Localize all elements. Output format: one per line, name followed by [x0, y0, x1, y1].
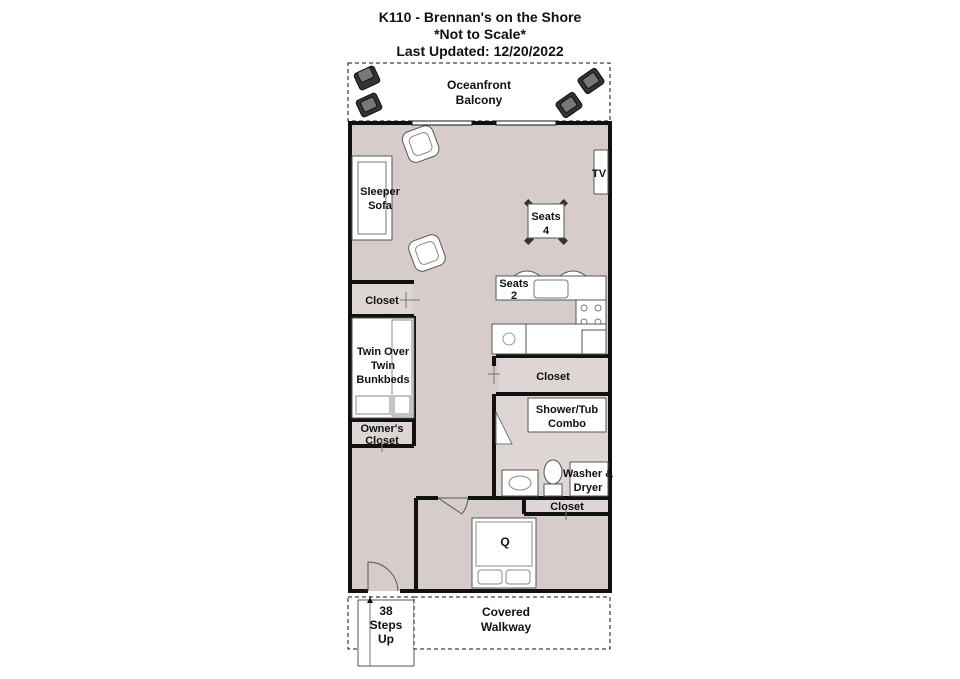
owners-closet: Owner's Closet: [352, 422, 412, 452]
bar-label-2: 2: [511, 290, 517, 302]
washer-label: Washer &: [563, 468, 613, 480]
plan-title: K110 - Brennan's on the Shore: [378, 9, 582, 25]
shower-label-2: Combo: [548, 418, 586, 430]
dining-label: Seats: [531, 211, 560, 223]
scale-note: *Not to Scale*: [434, 26, 526, 42]
closet-bedroom-label: Closet: [550, 501, 584, 513]
steps-label-3: Up: [378, 632, 394, 646]
exterior-stairs: 38 Steps Up: [347, 596, 415, 667]
last-updated: Last Updated: 12/20/2022: [396, 43, 564, 59]
closet-left: Closet: [352, 284, 420, 314]
queen-label: Q: [500, 535, 509, 549]
walkway-label: Covered: [482, 605, 530, 619]
balcony-chair: [355, 92, 383, 118]
balcony-chair: [577, 67, 605, 95]
oceanfront-balcony: Oceanfront Balcony: [347, 62, 611, 122]
steps-label: 38: [379, 604, 393, 618]
bunk-label: Twin Over: [357, 346, 410, 358]
interior-walls: [350, 280, 610, 591]
queen-bed: Q: [471, 517, 537, 589]
bar-label: Seats: [499, 278, 528, 290]
balcony-chair: [353, 65, 381, 91]
bunk-label-2: Twin: [371, 360, 396, 372]
entry-door: [367, 561, 399, 592]
sofa-label-2: Sofa: [368, 200, 393, 212]
sofa-label: Sleeper: [360, 186, 400, 198]
bunkbeds: Twin Over Twin Bunkbeds: [351, 317, 415, 419]
closet-left-label: Closet: [365, 295, 399, 307]
bunk-label-3: Bunkbeds: [356, 374, 409, 386]
owners-closet-label: Owner's: [361, 423, 404, 435]
armchair: [401, 125, 440, 163]
shower-label: Shower/Tub: [536, 404, 598, 416]
closet-bedroom: Closet: [526, 500, 608, 520]
closet-right-label: Closet: [536, 371, 570, 383]
bedroom-door: [437, 497, 468, 515]
washer-dryer: Washer & Dryer: [563, 461, 613, 497]
tv-label: TV: [592, 168, 607, 180]
covered-walkway: Covered Walkway: [413, 596, 611, 650]
bedroom-door-arc: [461, 497, 469, 515]
balcony-label: Oceanfront: [447, 78, 511, 92]
tv: TV: [592, 149, 609, 195]
kitchen-bar: Seats 2: [491, 270, 607, 355]
closet-right: Closet: [488, 358, 608, 392]
steps-label-2: Steps: [370, 618, 403, 632]
sleeper-sofa: Sleeper Sofa: [351, 155, 401, 241]
balcony-chair: [555, 91, 583, 119]
washer-label-2: Dryer: [574, 482, 603, 494]
dining-label-2: 4: [543, 225, 550, 237]
armchair: [408, 234, 446, 272]
dining-table: Seats 4: [524, 199, 568, 245]
balcony-label-2: Balcony: [456, 93, 503, 107]
walkway-label-2: Walkway: [481, 620, 532, 634]
sliding-door: [411, 120, 557, 126]
